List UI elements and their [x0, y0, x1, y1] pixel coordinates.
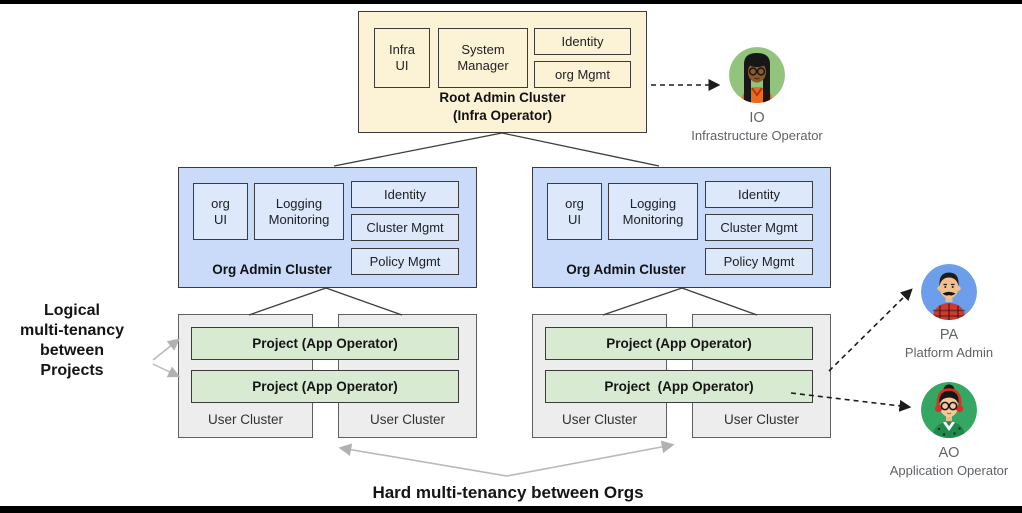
application-operator-avatar-icon — [921, 382, 977, 438]
logical-arrow-to-project-1 — [152, 338, 180, 361]
cluster-mgmt-box: Cluster Mgmt — [705, 214, 813, 241]
persona-role: Application Operator — [889, 463, 1009, 478]
root-identity-box: Identity — [534, 28, 631, 55]
org-identity-box: Identity — [351, 181, 459, 208]
org-admin-cluster-right-box: org UI Logging Monitoring Identity Clust… — [532, 167, 831, 288]
org-mgmt-box: org Mgmt — [534, 61, 631, 88]
infra-ui-box: Infra UI — [374, 28, 430, 88]
org-ui-box: org UI — [547, 183, 602, 240]
persona-id: PA — [939, 327, 959, 343]
persona-role: Platform Admin — [904, 345, 994, 360]
org-identity-box: Identity — [705, 181, 813, 208]
project-bar: Project (App Operator) — [191, 370, 459, 403]
logical-multitenancy-label: Logical multi-tenancy between Projects — [19, 302, 124, 379]
hard-multitenancy-label: Hard multi-tenancy between Orgs — [372, 483, 644, 502]
project-bar: Project (App Operator) — [191, 327, 459, 360]
org-admin-cluster-left-box: org UI Logging Monitoring Identity Clust… — [178, 167, 477, 288]
user-cluster-label: User Cluster — [207, 412, 283, 427]
logging-monitoring-box: Logging Monitoring — [254, 183, 344, 240]
persona-pa: PA Platform Admin — [859, 264, 1022, 360]
root-admin-cluster-box: Infra UI System Manager Identity org Mgm… — [358, 11, 647, 133]
persona-ao: AO Application Operator — [859, 382, 1022, 478]
logging-monitoring-box: Logging Monitoring — [608, 183, 698, 240]
org-ui-box: org UI — [193, 183, 248, 240]
user-cluster-group-right: User Cluster User Cluster Project (App O… — [532, 314, 831, 438]
org-cluster-title: Org Admin Cluster — [566, 261, 686, 277]
project-bar: Project (App Operator) — [545, 327, 813, 360]
org-cluster-title: Org Admin Cluster — [212, 261, 332, 277]
persona-role: Infrastructure Operator — [691, 128, 823, 143]
bottom-border-bar — [0, 506, 1022, 513]
user-cluster-label: User Cluster — [369, 412, 445, 427]
system-manager-box: System Manager — [438, 28, 528, 88]
persona-id: IO — [749, 110, 765, 126]
policy-mgmt-box: Policy Mgmt — [351, 248, 459, 275]
infrastructure-operator-avatar-icon — [729, 47, 785, 103]
user-cluster-label: User Cluster — [723, 412, 799, 427]
logical-arrow-to-project-2 — [152, 363, 181, 378]
hard-multitenancy-arrow — [338, 440, 675, 477]
persona-id: AO — [938, 445, 960, 461]
top-border-bar — [0, 0, 1022, 4]
user-cluster-group-left: User Cluster User Cluster Project (App O… — [178, 314, 477, 438]
root-cluster-title: Root Admin Cluster (Infra Operator) — [439, 90, 566, 123]
platform-admin-avatar-icon — [921, 264, 977, 320]
policy-mgmt-box: Policy Mgmt — [705, 248, 813, 275]
cluster-mgmt-box: Cluster Mgmt — [351, 214, 459, 241]
persona-io: IO Infrastructure Operator — [667, 47, 847, 143]
user-cluster-label: User Cluster — [561, 412, 637, 427]
project-bar: Project (App Operator) — [545, 370, 813, 403]
